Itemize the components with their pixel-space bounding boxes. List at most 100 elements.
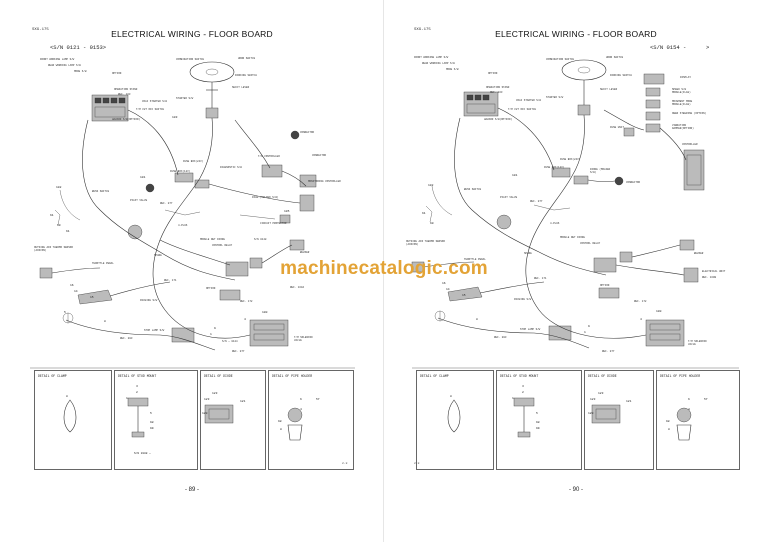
part-number: 5 (536, 412, 538, 415)
diagram-label: DISPLAY (680, 76, 691, 79)
diagram-label: COLD STARTER S/W (516, 99, 541, 102)
diagram-label: STARTER S/W (176, 97, 194, 100)
diode-detail-shape (204, 404, 234, 424)
part-number: 8 (66, 395, 68, 398)
part-number: 4 (300, 408, 302, 411)
diagram-label: REF. 163B (702, 276, 717, 279)
diagram-label: COLD STARTER S/W (142, 100, 167, 103)
diagram-label: OUTSIDE AIR THERMO SENSOR (AIRCON) (406, 240, 445, 246)
page-number: - 89 - (184, 487, 199, 493)
serial-suffix: > (706, 44, 710, 51)
watermark-text: machinecatalogic.com (280, 258, 488, 279)
buzzer-shape (679, 239, 695, 251)
steering-wheel-shape (561, 59, 607, 81)
part-number: 57 (704, 398, 708, 401)
diagram-label: OPTION (600, 284, 610, 287)
part-number: 14 (446, 288, 450, 291)
diagram-label: REF. 077 (602, 350, 615, 353)
diagram-label: FUSE BOX(12V) (170, 170, 191, 173)
diagram-label: 4-PLUS (550, 222, 560, 225)
detail-frame (34, 370, 112, 470)
throttle-pedal-shape (77, 289, 113, 305)
part-number: 121 (240, 400, 246, 403)
diagram-label: FUSE BOX(24V) (183, 160, 204, 163)
part-number: 99 (536, 427, 540, 430)
figure-number: 2-8 (414, 462, 420, 465)
diagram-label: FUSE BOX(24V) (560, 158, 581, 161)
diagram-label: CONTROLLER (682, 143, 698, 146)
diagram-label: T/M CUT OFF SWITCH (508, 108, 537, 111)
diagram-label: CIRCUIT PROTECTOR (260, 222, 287, 225)
part-number: 8 (476, 318, 478, 321)
part-number: 14 (74, 290, 78, 293)
part-number: 8 (668, 428, 670, 431)
diagram-label: MODE S/W (446, 68, 459, 71)
diagram-label: VIBRATION DAMPER(OPTION) (672, 124, 694, 130)
part-number: 3 (522, 385, 524, 388)
left-page: SXG-175 ELECTRICAL WIRING - FLOOR BOARD … (30, 28, 355, 493)
diagram-label: REF. 077 (160, 202, 173, 205)
detail-title: DETAIL OF PIPE HOLDER (272, 374, 313, 378)
diagram-label: PILOT VALVE (500, 196, 518, 199)
detail-frame (496, 370, 582, 470)
fuse-box-shape (551, 167, 571, 178)
part-number: 2 (136, 391, 138, 394)
diagram-label: CONNECTOR (312, 154, 327, 157)
detail-frame (656, 370, 740, 470)
part-number: 102 (428, 184, 434, 187)
part-number: 98 (536, 421, 540, 424)
diagram-label: STARTER S/W (546, 96, 564, 99)
diagram-label: OPTION (206, 287, 216, 290)
detail-title: DETAIL OF PIPE HOLDER (660, 374, 701, 378)
part-number: 98 (666, 420, 670, 423)
diagram-label: REF. 171 (534, 277, 547, 280)
part-number: 8 (280, 428, 282, 431)
diagram-label: HORN SWITCH (606, 56, 624, 59)
part-number: 120 (202, 412, 208, 415)
diagram-label: OWER STEERING (OPTION) (672, 112, 707, 115)
diagram-label: STOP LAMP S/W (520, 328, 541, 331)
display-shape (643, 73, 665, 85)
diagram-label: 4-PLUS (178, 224, 188, 227)
diagram-label: THROTTLE PEDAL (464, 258, 486, 261)
part-number: 6 (300, 398, 302, 401)
diagram-label: REF. 172 (240, 300, 253, 303)
part-number: 4 (640, 318, 642, 321)
diagram-label: OPERATION STAND (114, 88, 138, 91)
diagram-label: CONNECTOR (300, 131, 315, 134)
diagram-label: SPEED S/W MODULE(FLAG) (672, 88, 691, 94)
diagram-label: FUSE BOX(12V) (544, 166, 565, 169)
part-number: 16 (442, 282, 446, 285)
page-gutter (383, 0, 384, 542)
diagram-label: INCHING S/W (140, 299, 158, 302)
diagram-label: REF. 171 (164, 279, 177, 282)
diagram-label: MODULE NET DIODE (560, 236, 585, 239)
detail-title: DETAIL OF STUD MOUNT (118, 374, 157, 378)
wiring-diagram (30, 61, 355, 441)
part-number: 1 (512, 397, 514, 400)
detail-frame (584, 370, 654, 470)
part-number: 100 (656, 310, 662, 313)
diagram-label: MOVEMENT MODE MODULE(FLAG) (672, 100, 693, 106)
diagram-label: T/M CUT OFF SWITCH (136, 108, 165, 111)
detail-frame (416, 370, 494, 470)
diagram-label: S/N ~ 0124 (222, 340, 238, 343)
diagram-label: DIODE (MOLDED S/W) (590, 168, 611, 174)
diagram-label: REF. 172 (634, 300, 647, 303)
diagram-label: MODE S/W (74, 70, 87, 73)
clamp-detail-shape (447, 399, 461, 433)
diagram-label: SPARE (524, 252, 532, 255)
part-number: 60 (430, 222, 434, 225)
serial-note: S/N 0108 ~ (134, 452, 151, 455)
diagram-label: REF. 163 (118, 93, 131, 96)
monitoring-controller-shape (299, 194, 315, 212)
diagram-label: DIAGNOSTIC S/W (220, 166, 242, 169)
serial-range: <S/N 0154 - (650, 44, 687, 51)
diagram-label: HAZARD S/W(OPTION) (484, 118, 513, 121)
diagram-label: ELECTRICAL UNIT (702, 270, 726, 273)
diagram-label: FRONT WORKING LAMP S/W (40, 58, 75, 61)
detail-title: DETAIL OF DIODE (204, 374, 233, 378)
diagram-label: SHIFT LEVER (600, 88, 618, 91)
clamp-detail-shape (63, 399, 77, 433)
